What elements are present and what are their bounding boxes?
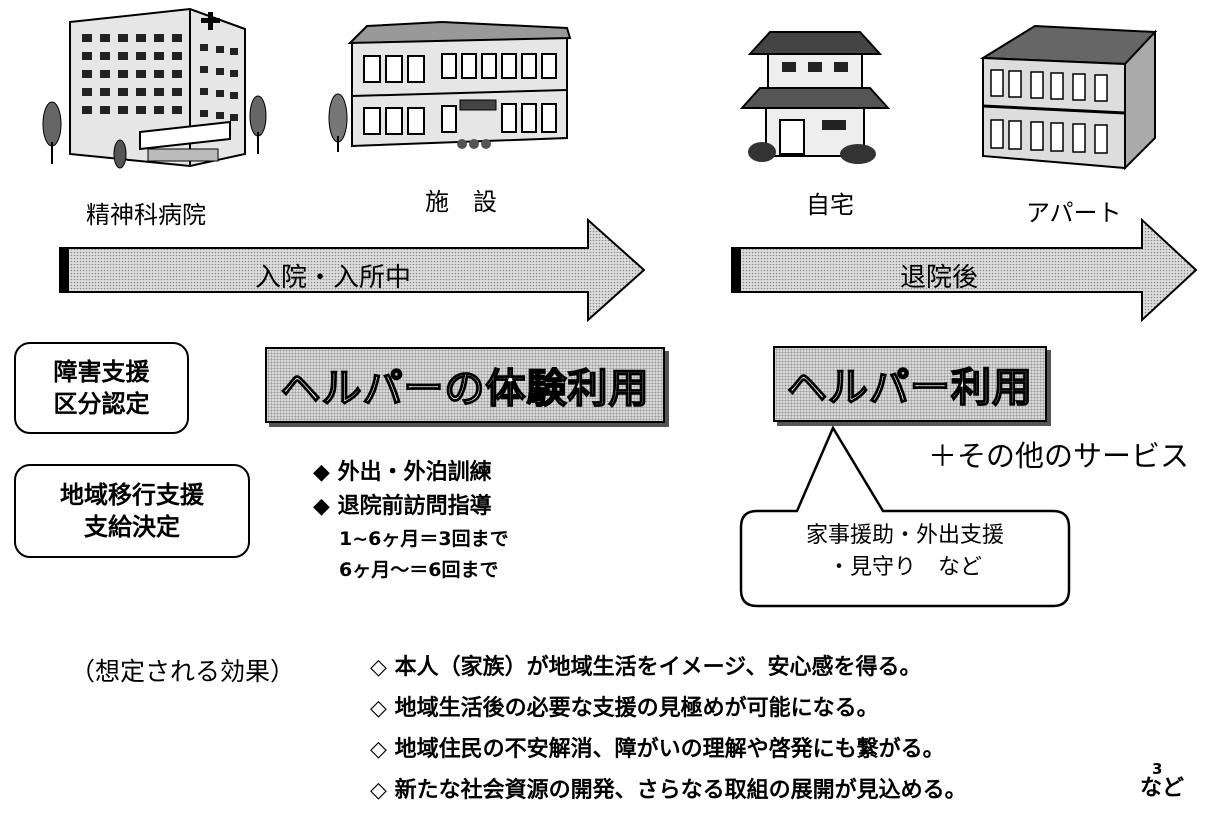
page-number: 3 xyxy=(1152,760,1163,778)
effect-item: ◇ 本人（家族）が地域生活をイメージ、安心感を得る。 xyxy=(370,655,922,680)
trial-sub-1: 1~6ヶ月＝3回まで xyxy=(339,528,509,551)
facility-label: 施 設 xyxy=(425,188,497,216)
transition-support-line2: 支給決定 xyxy=(84,513,180,541)
effect-item: ◇ 地域住民の不安解消、障がいの理解や啓発にも繋がる。 xyxy=(370,737,945,762)
home-label: 自宅 xyxy=(806,191,854,219)
trial-item-visit-guidance: 退院前訪問指導 xyxy=(337,494,492,520)
support-classification-box: 障害支援 区分認定 xyxy=(14,342,189,434)
apartment-label: アパート xyxy=(1026,199,1122,227)
support-classification-line2: 区分認定 xyxy=(53,390,150,418)
transition-support-box: 地域移行支援 支給決定 xyxy=(14,464,250,558)
effects-heading: （想定される効果） xyxy=(70,657,296,686)
helper-trial-label: ヘルパーの体験利用 xyxy=(280,365,650,413)
transition-support-line1: 地域移行支援 xyxy=(60,480,204,509)
helper-use-box: ヘルパー利用 xyxy=(773,346,1047,422)
hospital-illustration xyxy=(42,7,267,169)
open-diamond-icon: ◇ xyxy=(370,737,387,762)
support-classification-line1: 障害支援 xyxy=(53,357,150,386)
home-illustration xyxy=(740,31,890,164)
callout-text: 家事援助・外出支援 ・見守り など xyxy=(741,520,1069,584)
after-discharge-arrow xyxy=(731,218,1198,322)
diamond-bullet-icon: ◆ xyxy=(313,460,330,485)
hospital-label: 精神科病院 xyxy=(86,201,206,229)
helper-trial-box: ヘルパーの体験利用 xyxy=(265,347,665,423)
apartment-illustration xyxy=(979,24,1158,171)
open-diamond-icon: ◇ xyxy=(370,696,387,721)
effects-suffix: など xyxy=(1140,776,1185,801)
during-stay-arrow xyxy=(59,218,646,322)
callout-line1: 家事援助・外出支援 xyxy=(805,523,1004,548)
open-diamond-icon: ◇ xyxy=(370,778,387,803)
during-stay-label: 入院・入所中 xyxy=(255,263,412,293)
effect-item: ◇ 地域生活後の必要な支援の見極めが可能になる。 xyxy=(370,696,879,721)
other-services-label: ＋その他のサービス xyxy=(928,439,1190,473)
callout-bubble xyxy=(739,425,1071,608)
after-discharge-label: 退院後 xyxy=(900,263,979,293)
effects-list: ◇ 本人（家族）が地域生活をイメージ、安心感を得る。 ◇ 地域生活後の必要な支援… xyxy=(370,647,967,811)
trial-items: ◆ 外出・外泊訓練 ◆ 退院前訪問指導 1~6ヶ月＝3回まで 6ヶ月～＝6回まで xyxy=(313,456,509,585)
callout-line2: ・見守り など xyxy=(827,554,982,580)
facility-illustration xyxy=(328,20,572,152)
helper-use-label: ヘルパー利用 xyxy=(786,364,1033,412)
open-diamond-icon: ◇ xyxy=(370,655,387,680)
diamond-bullet-icon: ◆ xyxy=(313,494,330,520)
trial-item-outing: 外出・外泊訓練 xyxy=(337,460,492,485)
trial-sub-2: 6ヶ月～＝6回まで xyxy=(339,558,499,581)
effect-item: ◇ 新たな社会資源の開発、さらなる取組の展開が見込める。 xyxy=(370,778,967,803)
